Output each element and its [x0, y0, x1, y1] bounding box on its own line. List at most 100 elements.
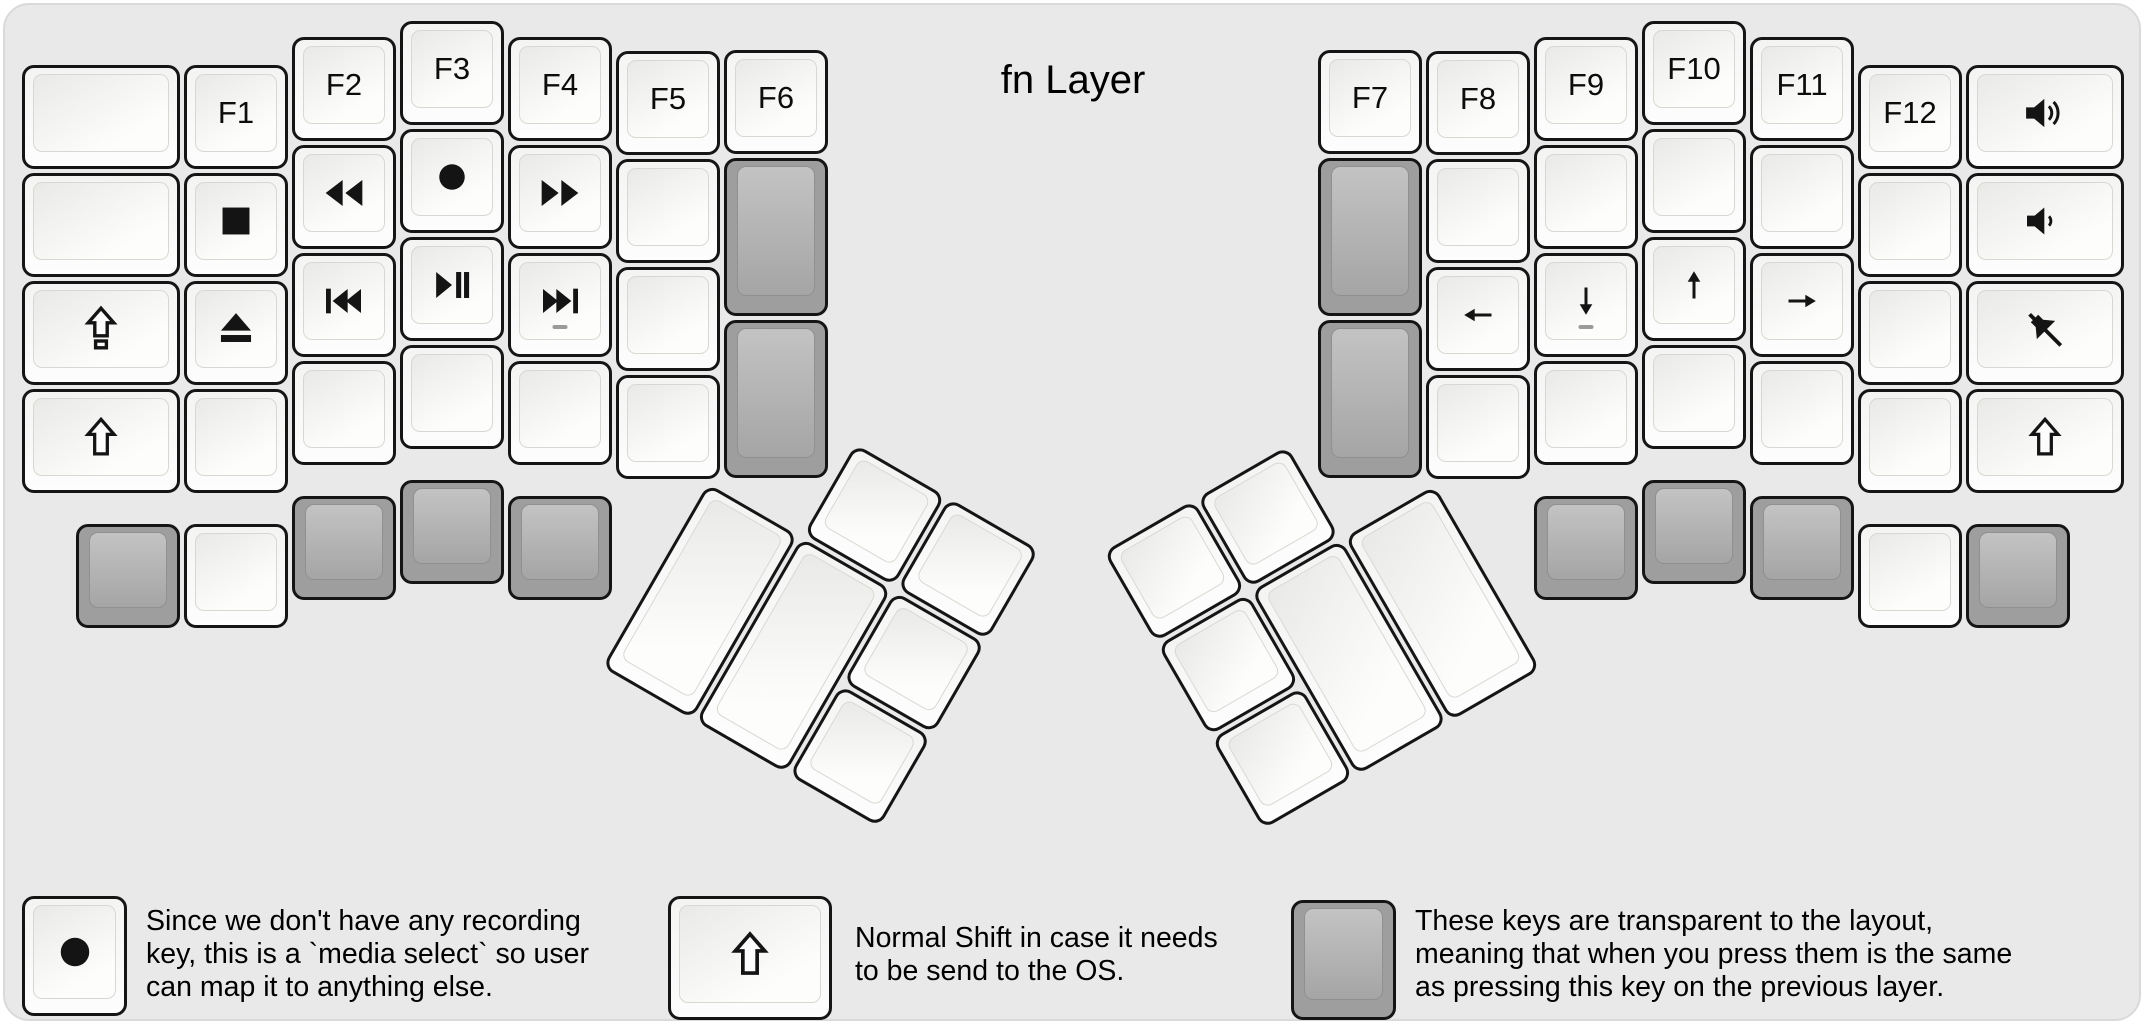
key-blank[interactable] [184, 389, 288, 493]
keycap [1655, 488, 1733, 564]
key-transparent[interactable] [292, 496, 396, 600]
key-volume-down[interactable] [1966, 173, 2124, 277]
keycap: F5 [627, 60, 709, 138]
key-caps-lock[interactable] [22, 281, 180, 385]
keycap [195, 398, 277, 476]
key-transparent[interactable] [1534, 496, 1638, 600]
key-f3[interactable]: F3 [400, 21, 504, 125]
key-f11[interactable]: F11 [1750, 37, 1854, 141]
shift-icon [724, 928, 776, 980]
keycap [1763, 504, 1841, 580]
legend-line: can map it to anything else. [146, 971, 493, 1003]
key-blank[interactable] [508, 361, 612, 465]
key-arrow-up[interactable] [1642, 237, 1746, 341]
keycap [413, 488, 491, 564]
legend-line: Normal Shift in case it needs [855, 922, 1218, 954]
key-f4[interactable]: F4 [508, 37, 612, 141]
keycap: F9 [1545, 46, 1627, 124]
key-fast-forward[interactable] [508, 145, 612, 249]
key-blank[interactable] [1750, 145, 1854, 249]
keycap [411, 246, 493, 324]
keycap [1547, 504, 1625, 580]
key-blank[interactable] [22, 65, 180, 169]
caps-lock-icon [77, 305, 125, 353]
key-blank[interactable] [1858, 173, 1962, 277]
key-transparent[interactable] [724, 320, 828, 478]
key-blank[interactable] [184, 524, 288, 628]
key-label: F4 [541, 67, 579, 102]
keycap: F3 [411, 30, 493, 108]
key-blank[interactable] [616, 267, 720, 371]
keycap [679, 905, 821, 1003]
key-arrow-down[interactable] [1534, 253, 1638, 357]
homing-bump [552, 325, 568, 329]
key-f12[interactable]: F12 [1858, 65, 1962, 169]
keycap: F11 [1761, 46, 1843, 124]
key-f5[interactable]: F5 [616, 51, 720, 155]
keycap [1437, 276, 1519, 354]
key-transparent[interactable] [400, 480, 504, 584]
key-stop[interactable] [184, 173, 288, 277]
key-blank[interactable] [1858, 389, 1962, 493]
arrow-left-icon [1460, 297, 1496, 333]
legend-item-shift-text: Normal Shift in case it needs to be send… [855, 922, 1218, 988]
key-shift[interactable] [1966, 389, 2124, 493]
key-f9[interactable]: F9 [1534, 37, 1638, 141]
key-next-track[interactable] [508, 253, 612, 357]
key-blank[interactable] [1642, 129, 1746, 233]
key-record[interactable] [400, 129, 504, 233]
key-f7[interactable]: F7 [1318, 50, 1422, 154]
prev-track-icon [324, 281, 364, 321]
key-transparent[interactable] [1750, 496, 1854, 600]
key-play-pause[interactable] [400, 237, 504, 341]
eject-icon [217, 310, 255, 348]
shift-icon [78, 414, 124, 460]
key-blank[interactable] [1858, 281, 1962, 385]
key-blank[interactable] [616, 159, 720, 263]
keycap: F7 [1329, 59, 1411, 137]
legend-line: meaning that when you press them is the … [1415, 938, 2013, 970]
stop-icon [217, 202, 255, 240]
arrow-down-icon [1568, 283, 1604, 319]
key-transparent[interactable] [508, 496, 612, 600]
key-transparent[interactable] [1642, 480, 1746, 584]
keycap: F12 [1869, 74, 1951, 152]
key-blank[interactable] [1534, 361, 1638, 465]
keycap [303, 262, 385, 340]
key-f2[interactable]: F2 [292, 37, 396, 141]
keycap [1437, 384, 1519, 462]
key-blank[interactable] [1750, 361, 1854, 465]
key-transparent[interactable] [1966, 524, 2070, 628]
key-f6[interactable]: F6 [724, 50, 828, 154]
key-arrow-right[interactable] [1750, 253, 1854, 357]
key-blank[interactable] [1426, 159, 1530, 263]
key-mute[interactable] [1966, 281, 2124, 385]
key-f10[interactable]: F10 [1642, 21, 1746, 125]
legend-line: key, this is a `media select` so user [146, 938, 589, 970]
key-transparent[interactable] [1318, 158, 1422, 316]
key-blank[interactable] [1426, 375, 1530, 479]
key-volume-up[interactable] [1966, 65, 2124, 169]
key-arrow-left[interactable] [1426, 267, 1530, 371]
key-rewind[interactable] [292, 145, 396, 249]
key-label: F8 [1459, 81, 1497, 116]
key-f1[interactable]: F1 [184, 65, 288, 169]
key-transparent[interactable] [724, 158, 828, 316]
key-shift[interactable] [22, 389, 180, 493]
keycap [519, 370, 601, 448]
key-blank[interactable] [1534, 145, 1638, 249]
key-blank[interactable] [1858, 524, 1962, 628]
key-blank[interactable] [22, 173, 180, 277]
key-label: F12 [1883, 95, 1937, 130]
key-blank[interactable] [616, 375, 720, 479]
key-blank[interactable] [292, 361, 396, 465]
key-transparent[interactable] [1318, 320, 1422, 478]
key-blank[interactable] [400, 345, 504, 449]
key-prev-track[interactable] [292, 253, 396, 357]
key-eject[interactable] [184, 281, 288, 385]
key-f8[interactable]: F8 [1426, 51, 1530, 155]
key-transparent[interactable] [76, 524, 180, 628]
key-label: F10 [1667, 51, 1721, 86]
key-blank[interactable] [1642, 345, 1746, 449]
key-label: F11 [1776, 67, 1828, 102]
